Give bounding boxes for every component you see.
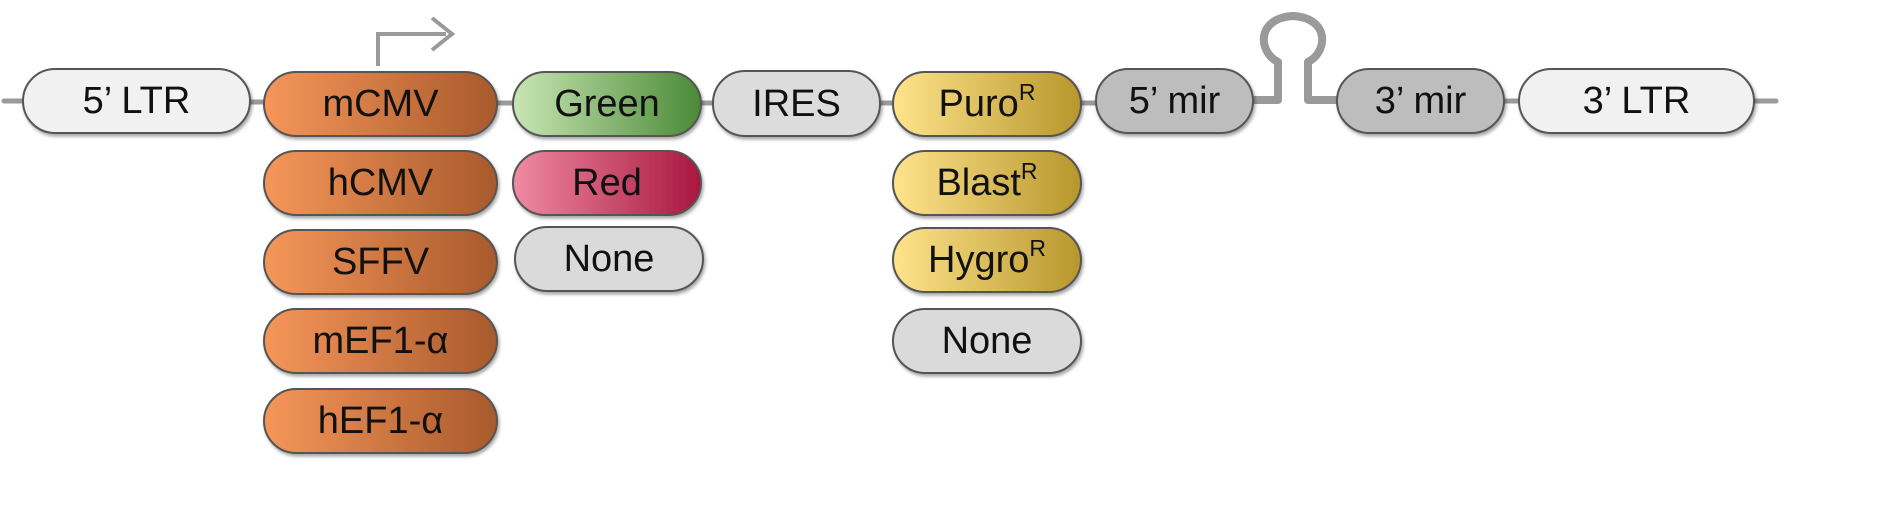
reporter-green: Green	[512, 71, 702, 137]
resistance-superscript: R	[1029, 235, 1046, 261]
resistance-label: Blast	[936, 162, 1021, 204]
promoter-options: mCMV hCMV SFFV mEF1-α hEF1-α	[263, 71, 498, 454]
reporter-label: Red	[572, 162, 642, 204]
promoter-sffv: SFFV	[263, 229, 498, 295]
ltr-3-element: 3’ LTR	[1518, 68, 1755, 134]
mir-3-element: 3’ mir	[1336, 68, 1505, 134]
mir-5-label: 5’ mir	[1129, 80, 1221, 122]
svg-text:None: None	[942, 320, 1033, 362]
reporter-label: None	[564, 238, 655, 280]
mir-5-element: 5’ mir	[1095, 68, 1254, 134]
resistance-superscript: R	[1021, 158, 1038, 184]
reporter-label: Green	[554, 83, 660, 125]
resistance-hygro: HygroR	[892, 227, 1082, 293]
resistance-blast: BlastR	[892, 150, 1082, 216]
promoter-label: hEF1-α	[318, 400, 443, 442]
hairpin-icon	[1247, 12, 1343, 104]
ltr-5-label: 5’ LTR	[83, 80, 191, 122]
ltr-3-label: 3’ LTR	[1583, 80, 1691, 122]
svg-text:HygroR: HygroR	[928, 235, 1046, 281]
resistance-puro: PuroR	[892, 71, 1082, 137]
resistance-superscript: R	[1019, 79, 1036, 105]
resistance-label: Hygro	[928, 239, 1029, 281]
reporter-options: Green Red None	[512, 71, 704, 292]
svg-text:PuroR: PuroR	[939, 79, 1036, 125]
ires-label: IRES	[752, 83, 841, 125]
resistance-label: Puro	[939, 83, 1019, 125]
svg-text:BlastR: BlastR	[936, 158, 1037, 204]
resistance-none: None	[892, 308, 1082, 374]
promoter-label: mEF1-α	[313, 320, 449, 362]
promoter-label: SFFV	[332, 241, 430, 283]
promoter-mcmv: mCMV	[263, 71, 498, 137]
promoter-label: hCMV	[328, 162, 434, 204]
promoter-hef1a: hEF1-α	[263, 388, 498, 454]
reporter-none: None	[514, 226, 704, 292]
promoter-label: mCMV	[322, 83, 439, 125]
reporter-red: Red	[512, 150, 702, 216]
resistance-options: PuroR BlastR HygroR None	[892, 71, 1082, 374]
resistance-label: None	[942, 320, 1033, 362]
promoter-hcmv: hCMV	[263, 150, 498, 216]
ires-element: IRES	[712, 70, 881, 137]
tss-arrow-icon	[376, 16, 456, 66]
promoter-mef1a: mEF1-α	[263, 308, 498, 374]
mir-3-label: 3’ mir	[1375, 80, 1467, 122]
ltr-5-element: 5’ LTR	[22, 68, 251, 134]
